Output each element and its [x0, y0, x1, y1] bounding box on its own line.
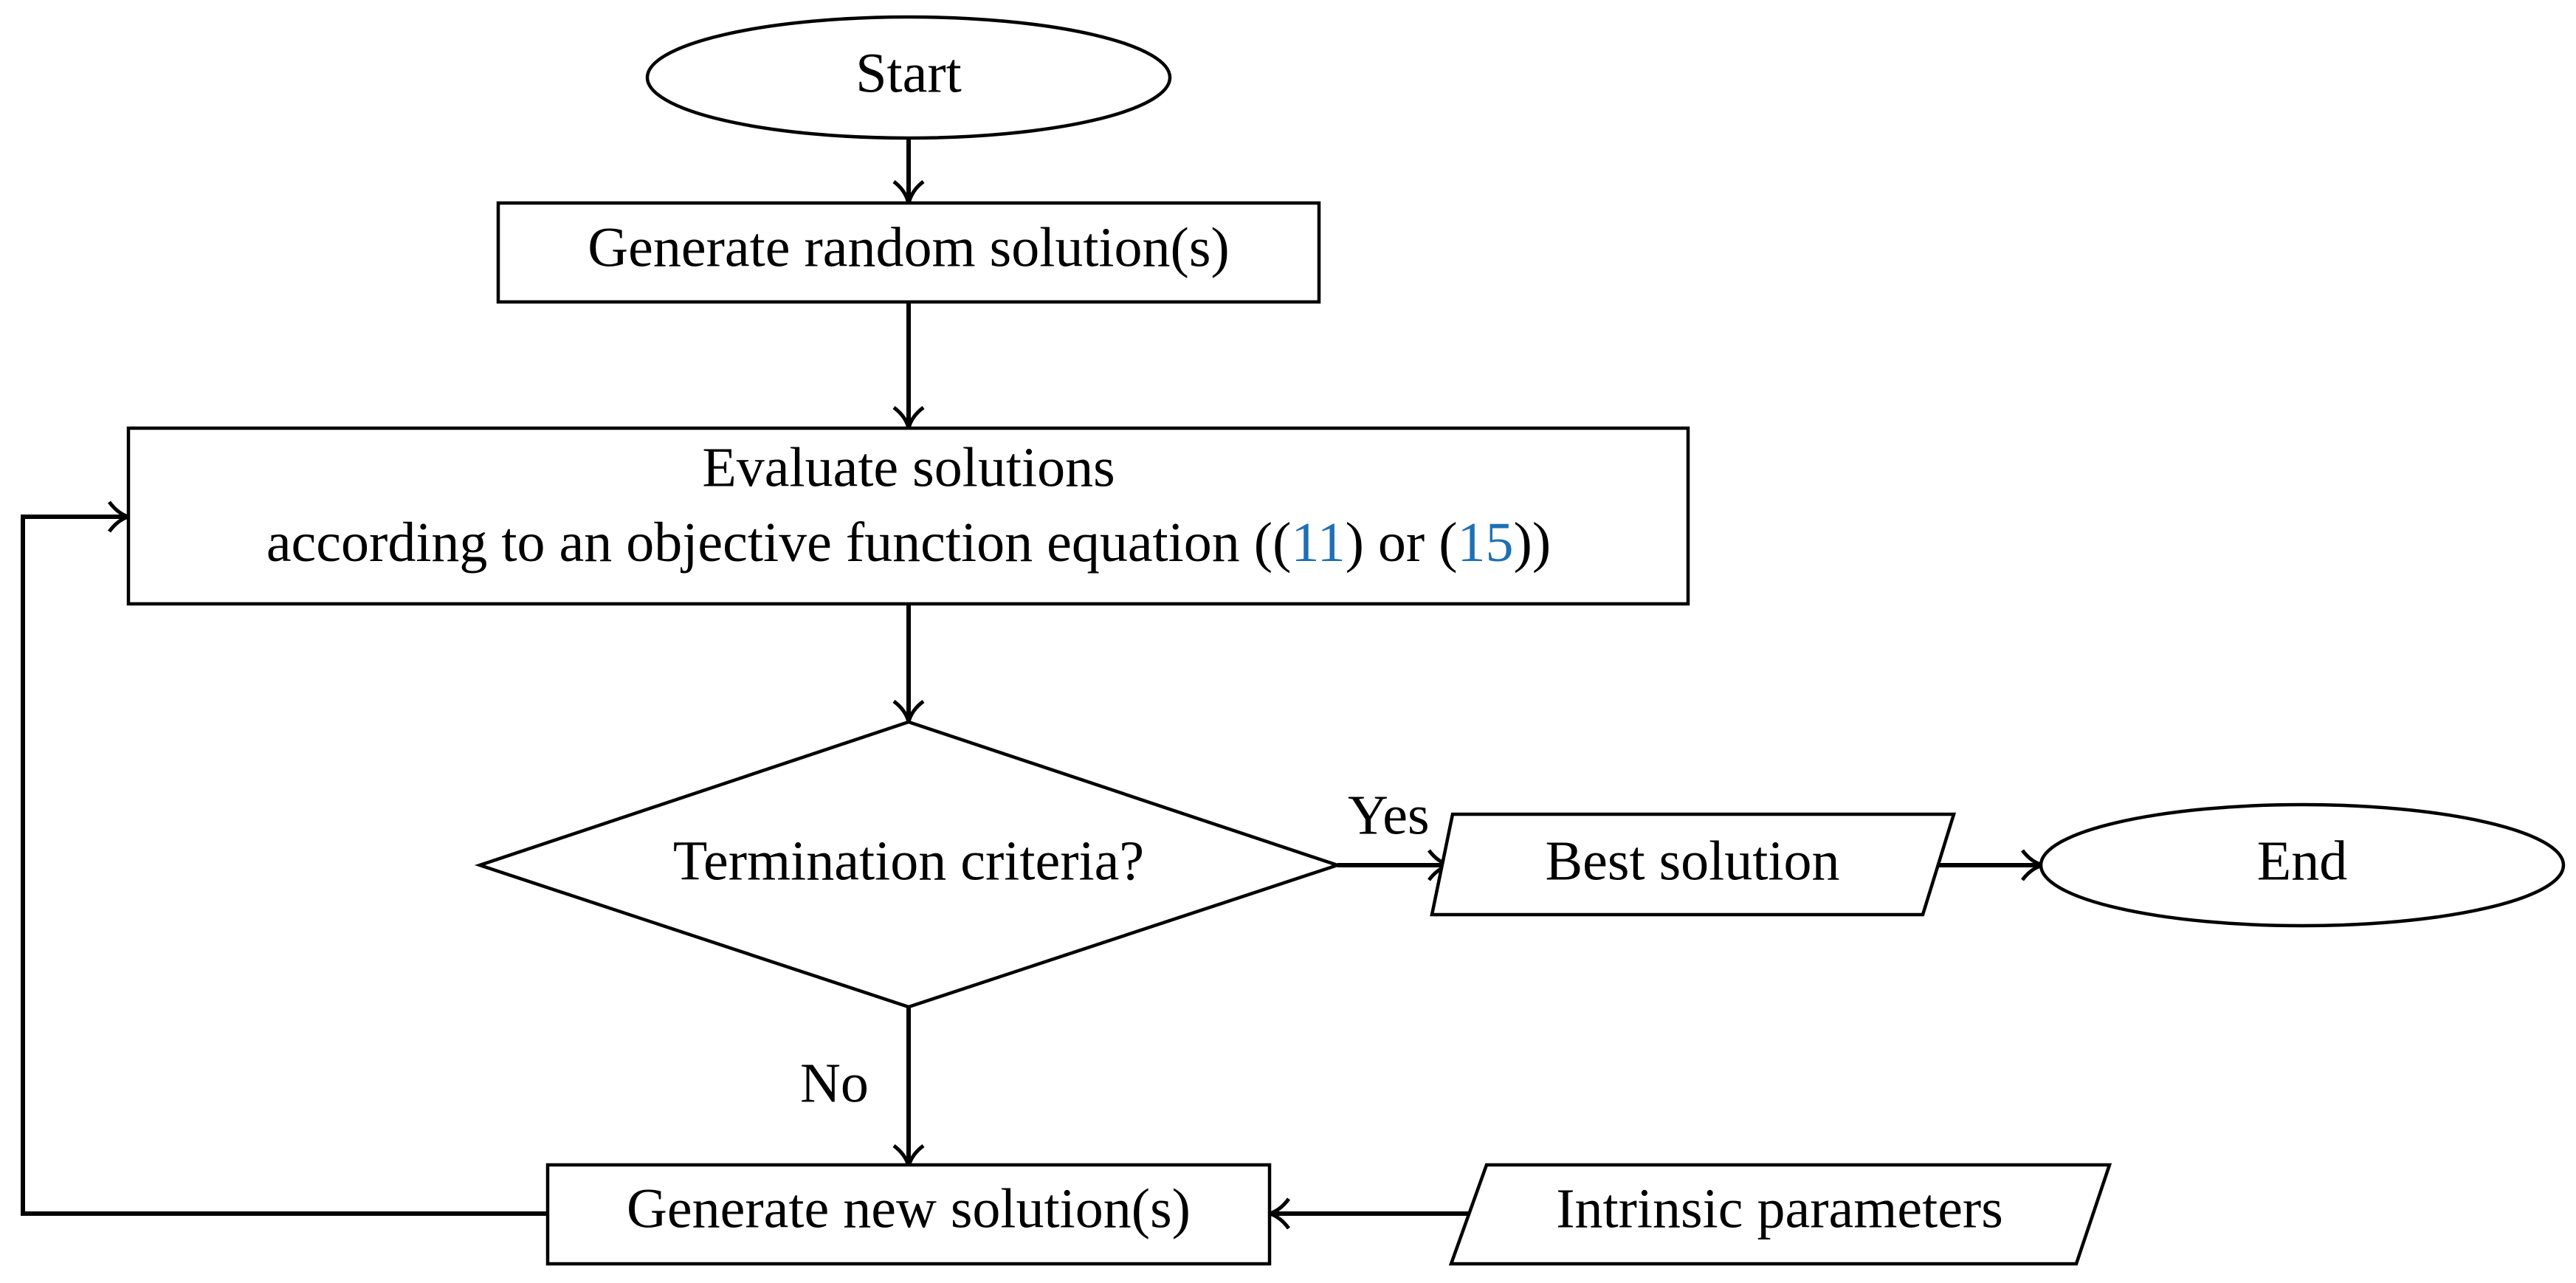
generate-new-process-shape — [545, 1163, 1272, 1266]
evaluate-label-line1: Evaluate solutions — [702, 436, 1115, 498]
equation-reference-15: 15 — [1458, 512, 1514, 574]
intrinsic-parameters-io-shape — [1448, 1163, 2112, 1266]
end-label: End — [2257, 830, 2347, 892]
node-best-solution: Best solution — [1430, 812, 1957, 917]
evaluate-process-shape — [126, 426, 1690, 606]
generate-new-label: Generate new solution(s) — [627, 1177, 1191, 1239]
evaluate-line2-middle: ) or ( — [1346, 512, 1458, 574]
node-intrinsic-parameters: Intrinsic parameters — [1448, 1163, 2112, 1266]
end-terminal-shape — [2039, 802, 2566, 928]
start-terminal-shape — [645, 15, 1172, 140]
node-generate-new: Generate new solution(s) — [545, 1163, 1272, 1266]
arrow-generate-new-loop-to-evaluate — [21, 515, 548, 1216]
termination-decision-shape — [474, 720, 1343, 1009]
best-solution-io-shape — [1430, 812, 1957, 917]
generate-random-process-shape — [496, 201, 1321, 304]
yes-branch-label: Yes — [1348, 784, 1430, 846]
evaluate-label-line2: according to an objective function equat… — [266, 512, 1551, 574]
start-label: Start — [855, 42, 962, 104]
node-end: End — [2039, 802, 2566, 928]
best-solution-label: Best solution — [1545, 830, 1839, 892]
equation-reference-11: 11 — [1291, 512, 1345, 574]
node-generate-random: Generate random solution(s) — [496, 201, 1321, 304]
no-branch-label: No — [800, 1052, 869, 1114]
termination-label: Termination criteria? — [673, 830, 1144, 892]
evaluate-line2-prefix: according to an objective function equat… — [266, 512, 1292, 574]
intrinsic-parameters-label: Intrinsic parameters — [1556, 1177, 2003, 1239]
node-start: Start — [645, 15, 1172, 140]
evaluate-line2-suffix: )) — [1514, 512, 1552, 574]
generate-random-label: Generate random solution(s) — [588, 216, 1230, 278]
node-termination: Termination criteria? — [474, 720, 1343, 1009]
node-evaluate: Evaluate solutions according to an objec… — [126, 426, 1690, 606]
